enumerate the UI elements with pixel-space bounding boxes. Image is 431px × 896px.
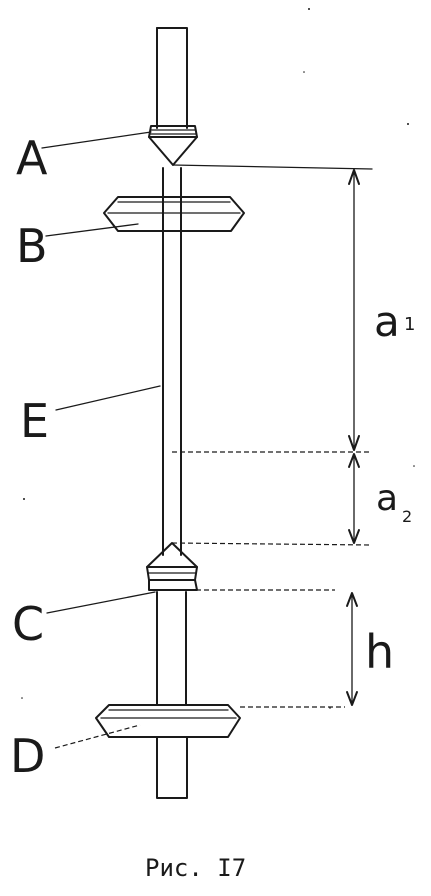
leader-lines	[41, 131, 161, 749]
dimension-label-h: h	[365, 625, 394, 679]
dimension-label-a1-sub: 1	[404, 314, 415, 335]
leader-d	[54, 724, 141, 749]
leader-c	[46, 591, 156, 614]
dimension-a1	[348, 169, 360, 451]
dimension-label-a2: a	[376, 478, 398, 519]
knife-edge-a	[148, 125, 198, 166]
figure-caption: Рис. I7	[145, 854, 246, 882]
weight-b	[103, 196, 245, 232]
rod-e	[156, 27, 188, 799]
dimension-a2	[348, 453, 360, 544]
dimension-label-a1: a	[374, 297, 400, 346]
label-d: D	[10, 729, 45, 783]
scan-specks	[21, 8, 415, 709]
leader-a	[41, 131, 152, 149]
dimension-h	[346, 592, 358, 706]
knife-edge-c	[146, 542, 198, 591]
label-c: C	[12, 597, 44, 651]
leader-e	[55, 385, 161, 411]
dimension-lines	[171, 164, 373, 708]
dimension-label-a2-sub: 2	[402, 507, 412, 526]
label-a: A	[16, 131, 48, 185]
leader-b	[45, 223, 139, 237]
label-e: E	[20, 394, 49, 448]
weight-d	[95, 704, 241, 738]
label-b: B	[16, 219, 48, 273]
